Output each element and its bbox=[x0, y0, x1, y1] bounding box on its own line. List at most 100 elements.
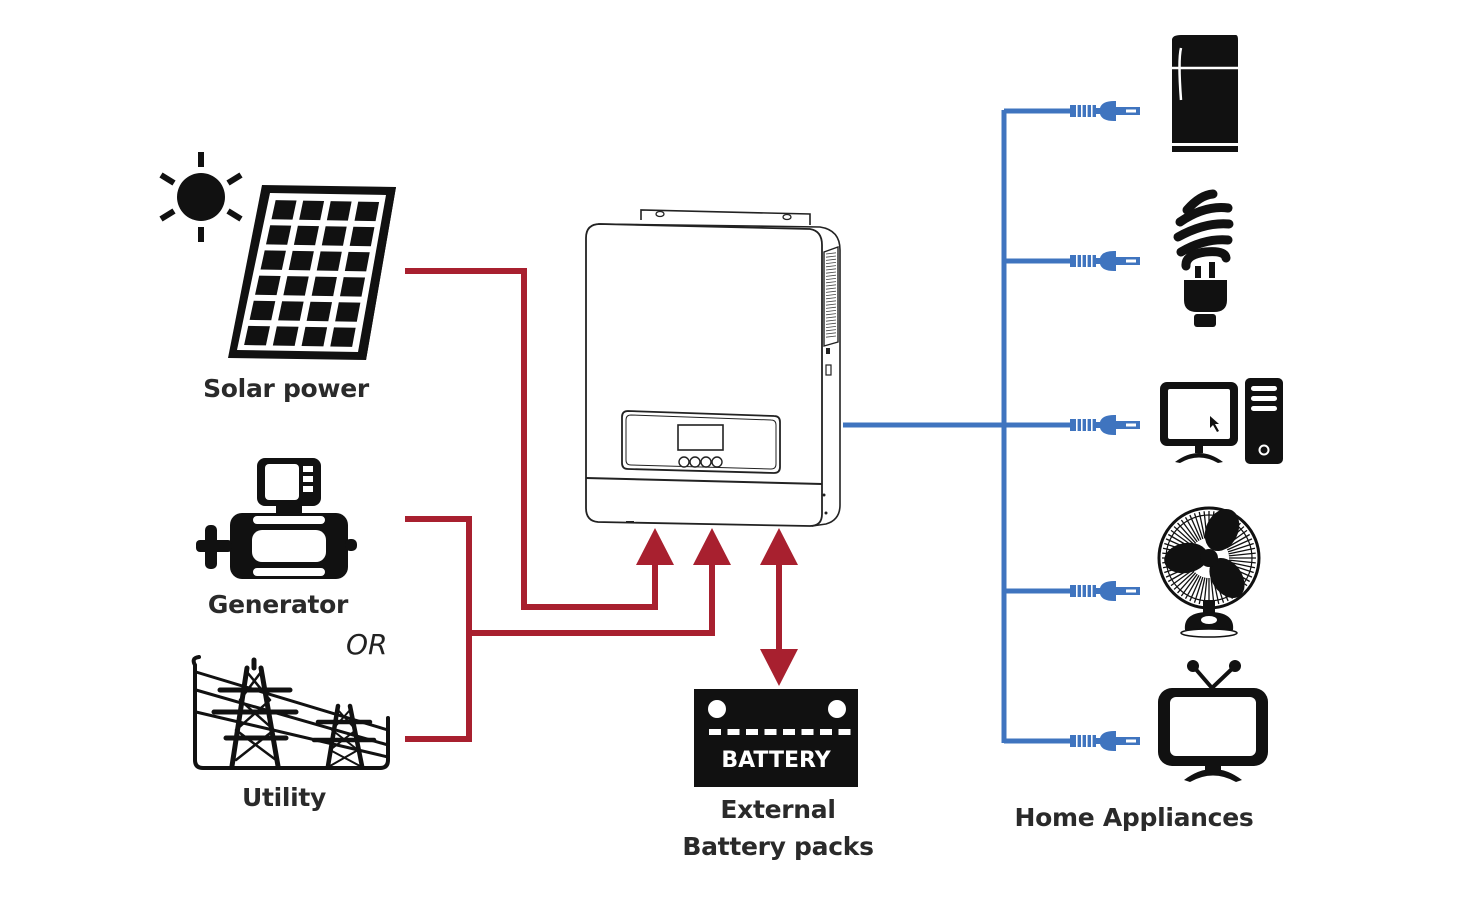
plug-lamp bbox=[1004, 251, 1140, 271]
solar-cell bbox=[311, 276, 337, 297]
solar-cell bbox=[335, 302, 361, 322]
fan-grille-line bbox=[1228, 552, 1256, 557]
vent-slot bbox=[825, 287, 837, 290]
inverter-button[interactable] bbox=[711, 456, 723, 468]
input-wires bbox=[405, 268, 798, 742]
vent-slot bbox=[825, 300, 837, 303]
vent-slot bbox=[825, 319, 837, 322]
battery-icon: BATTERY bbox=[694, 689, 858, 787]
fan-grille-line bbox=[1173, 526, 1195, 546]
plug-fan bbox=[1004, 581, 1140, 601]
fan-grille-line bbox=[1177, 522, 1197, 544]
fan-grille-line bbox=[1193, 513, 1204, 540]
vent-slot bbox=[825, 252, 837, 255]
battery-dash bbox=[838, 729, 851, 735]
fan-grille-line bbox=[1189, 576, 1202, 602]
solar-cell bbox=[244, 325, 270, 346]
solar-cell bbox=[283, 276, 309, 296]
fan-grille-line bbox=[1228, 559, 1256, 564]
solar-cell bbox=[349, 226, 375, 247]
fan-grille-line bbox=[1184, 574, 1200, 600]
vent-slot bbox=[825, 271, 837, 274]
battery-dash bbox=[746, 729, 758, 735]
vent-slot bbox=[825, 322, 837, 325]
battery-dash bbox=[801, 729, 814, 735]
solar-cell bbox=[299, 200, 325, 221]
solar-arrow-head bbox=[636, 528, 674, 565]
solar-cell bbox=[293, 225, 319, 246]
vent-slot bbox=[825, 326, 837, 328]
solar-cell bbox=[249, 300, 276, 321]
vent-slot bbox=[825, 265, 837, 268]
battery-dash bbox=[820, 729, 832, 735]
vent-slot bbox=[825, 290, 837, 293]
solar-label: Solar power bbox=[203, 374, 369, 403]
solar-cell bbox=[278, 301, 304, 321]
fan-grille-line bbox=[1225, 533, 1251, 549]
lcd-screen bbox=[677, 424, 724, 451]
vent-slot bbox=[825, 306, 837, 309]
inverter-button[interactable] bbox=[700, 456, 712, 468]
output-wires bbox=[843, 101, 1140, 751]
television-icon bbox=[1158, 660, 1268, 782]
fan-grille-line bbox=[1184, 516, 1200, 542]
fan-grille-line bbox=[1193, 576, 1204, 603]
fan-grille-line bbox=[1173, 570, 1195, 590]
vent-slot bbox=[825, 310, 837, 312]
battery-label-line1: External bbox=[720, 795, 836, 824]
vent-slot bbox=[825, 262, 837, 264]
battery-arrow-up bbox=[760, 528, 798, 565]
home-appliances-label: Home Appliances bbox=[1014, 803, 1254, 832]
vent-slot bbox=[825, 335, 837, 338]
plug-tv bbox=[1004, 731, 1140, 751]
inverter-unit[interactable] bbox=[585, 209, 841, 527]
desktop-computer-icon bbox=[1160, 378, 1283, 464]
battery-label-line2: Battery packs bbox=[682, 832, 874, 861]
battery-dash bbox=[783, 729, 795, 735]
inverter-button[interactable] bbox=[678, 456, 690, 468]
vent-slot bbox=[825, 281, 837, 284]
fan-grille-line bbox=[1180, 573, 1198, 597]
solar-cell bbox=[330, 327, 356, 347]
fan-grille-line bbox=[1198, 511, 1206, 539]
solar-cell bbox=[306, 301, 333, 322]
battery-dash bbox=[727, 729, 740, 735]
cfl-bulb-icon bbox=[1173, 189, 1234, 327]
solar-wire bbox=[405, 268, 658, 610]
vent-slot bbox=[825, 303, 837, 306]
ac-input-wire bbox=[469, 548, 715, 636]
fan-grille-line bbox=[1227, 538, 1253, 551]
fan-grille-line bbox=[1189, 514, 1202, 540]
power-pylon-icon bbox=[191, 655, 390, 770]
solar-cell bbox=[344, 251, 370, 272]
solar-cell bbox=[321, 226, 347, 246]
battery-badge-text: BATTERY bbox=[721, 748, 831, 773]
utility-label: Utility bbox=[241, 783, 327, 812]
inverter-button[interactable] bbox=[689, 456, 701, 468]
generator-label: Generator bbox=[207, 590, 349, 619]
fan-grille-line bbox=[1228, 547, 1256, 555]
fan-grille-line bbox=[1177, 572, 1197, 594]
vent-slot bbox=[825, 278, 837, 280]
vent-slot bbox=[825, 332, 837, 335]
desk-fan-icon bbox=[1157, 506, 1261, 638]
vent-slot bbox=[825, 297, 837, 300]
solar-cell bbox=[271, 200, 297, 220]
solar-cell bbox=[260, 250, 286, 270]
solar-panel-icon bbox=[228, 185, 396, 360]
generator-icon bbox=[196, 458, 357, 579]
vent-slot bbox=[825, 268, 837, 271]
solar-cell bbox=[301, 326, 328, 347]
vent-slot bbox=[825, 294, 837, 296]
solar-cell bbox=[316, 251, 342, 271]
refrigerator-icon bbox=[1172, 35, 1238, 152]
or-label: OR bbox=[346, 628, 388, 661]
plug-computer bbox=[1004, 415, 1140, 435]
vent-slot bbox=[825, 258, 837, 261]
plug-fridge bbox=[1004, 101, 1140, 121]
vent-slot bbox=[825, 284, 837, 287]
solar-cell bbox=[255, 275, 281, 296]
generator-wire bbox=[405, 516, 472, 742]
